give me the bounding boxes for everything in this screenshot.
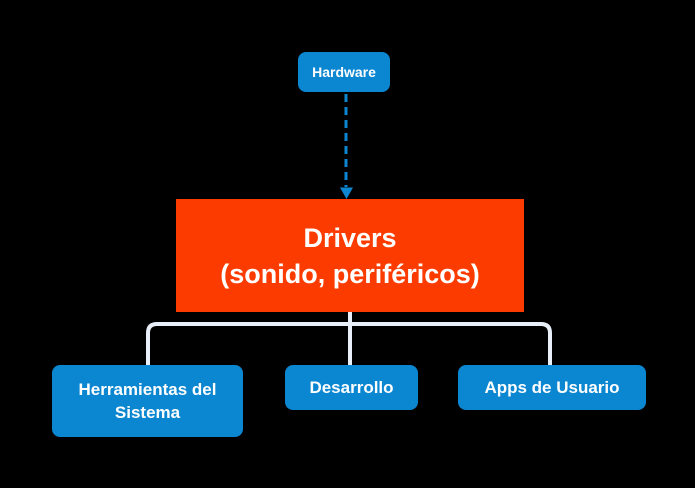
node-drivers-title: Drivers xyxy=(303,222,397,253)
node-apps-label: Apps de Usuario xyxy=(484,377,620,397)
arrowhead-down-icon xyxy=(340,187,353,199)
node-drivers: Drivers (sonido, periféricos) xyxy=(176,199,524,312)
node-herramientas-del-sistema: Herramientas del Sistema xyxy=(52,365,243,437)
drivers-to-children-connector xyxy=(146,312,552,365)
node-desarrollo-label: Desarrollo xyxy=(309,377,394,397)
node-herramientas-label: Herramientas del Sistema xyxy=(78,380,217,422)
node-hardware-label: Hardware xyxy=(312,64,376,80)
node-drivers-subtitle: (sonido, periféricos) xyxy=(220,258,480,289)
node-hardware: Hardware xyxy=(298,52,390,92)
node-apps-de-usuario: Apps de Usuario xyxy=(458,365,646,410)
node-desarrollo: Desarrollo xyxy=(285,365,418,410)
